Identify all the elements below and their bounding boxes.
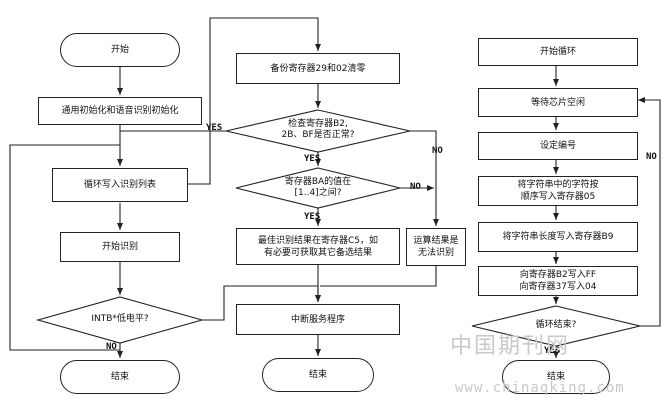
label-yes-loop-end: YES [544,346,561,356]
label-yes-ba: YES [304,212,321,222]
ba-decision-text: 寄存器BA的值在 [1..4]之间? [284,177,352,198]
backup-regs-step: 备份寄存器29和02清零 [236,53,400,84]
write-length-step: 将字符串长度写入寄存器B9 [478,222,638,252]
check-regs-decision-text: 检查寄存器B2, 2B、BF是否正常? [281,119,355,140]
label-yes-check-regs: YES [206,123,223,133]
end-terminal-3: 结束 [502,360,610,394]
write-regs-step: 向寄存器B2写入FF 向寄存器37写入04 [478,266,638,296]
label-no-ba: NO [410,182,421,192]
start-loop-step: 开始循环 [478,38,638,66]
no-result-step: 运算结果是 无法识别 [406,228,466,266]
wait-idle-step: 等待芯片空闲 [478,88,638,117]
label-no-loop-end: NO [646,152,657,162]
label-no-intb: NO [106,342,117,352]
watermark-cn: 中国期刊网 [450,334,571,359]
watermark-url: www.chinaqking.com [455,380,625,396]
start-terminal: 开始 [60,33,180,67]
write-string-step: 将字符串中的字符按 顺序写入寄存器05 [478,176,638,206]
set-number-step: 设定编号 [478,132,638,160]
init-step: 通用初始化和语音识别初始化 [38,97,202,125]
end-terminal-2: 结束 [262,358,374,392]
start-recognition-step: 开始识别 [60,232,180,262]
end-terminal-1: 结束 [60,360,180,394]
label-yes-ba-top: YES [304,154,321,164]
isr-step: 中断服务程序 [236,304,400,335]
write-list-step: 循环写入识别列表 [52,168,188,202]
loop-end-decision-text: 循环结束? [535,320,577,330]
intb-decision-text: INTB*低电平? [91,314,149,324]
label-no-check-regs: NO [432,146,443,156]
best-result-step: 最佳识别结果在寄存器C5，如 有必要可获取其它备选结果 [236,228,400,265]
